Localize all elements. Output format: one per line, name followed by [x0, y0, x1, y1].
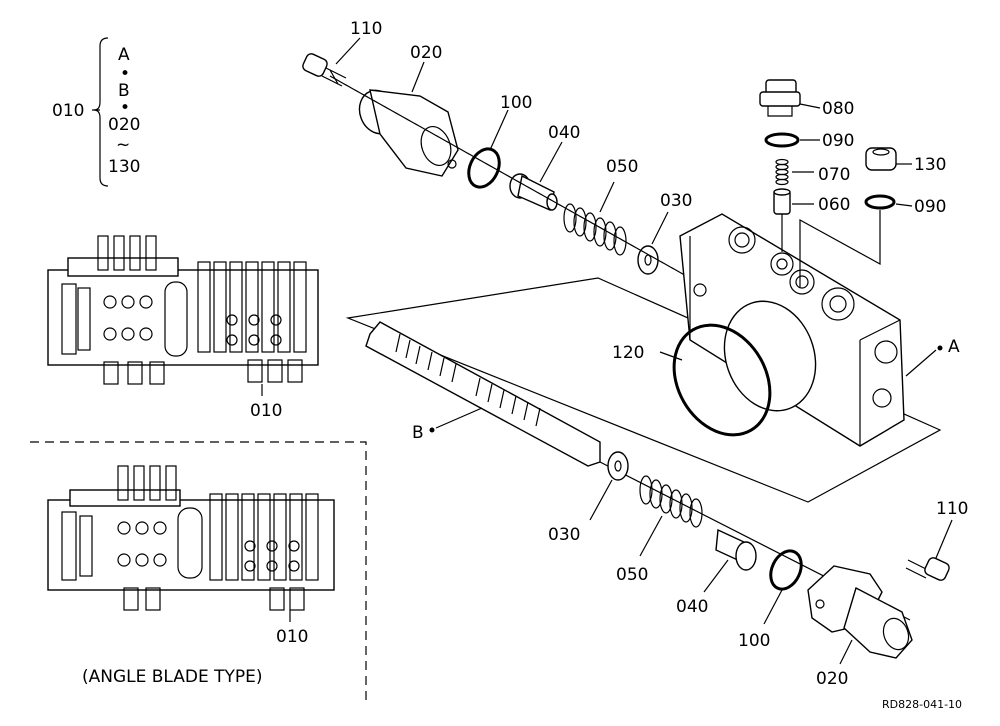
legend-item-tilde: ~	[116, 135, 130, 155]
legend-item-130: 130	[108, 157, 140, 177]
spring-bottom	[639, 475, 703, 528]
callout-060: 060	[818, 195, 850, 215]
callout-130: 130	[914, 155, 946, 175]
angle-blade-caption: (ANGLE BLADE TYPE)	[82, 667, 263, 687]
poppet-top	[509, 173, 558, 211]
callout-080: 080	[822, 99, 854, 119]
poppet-bottom	[715, 528, 757, 571]
lower-valve-parts: 030 050 040 100 020 110	[548, 451, 968, 689]
spring-top	[563, 203, 627, 256]
spool-b	[365, 321, 601, 467]
ref-label-a: A	[948, 337, 960, 357]
angle-blade-variant-box: 010 (ANGLE BLADE TYPE)	[30, 441, 367, 706]
callout-040-bottom: 040	[676, 597, 708, 617]
oring-top	[467, 147, 501, 189]
callout-020-top: 020	[410, 43, 442, 63]
callout-120: 120	[612, 343, 644, 363]
oring-120	[672, 323, 772, 437]
callout-100-bottom: 100	[738, 631, 770, 651]
washer-bottom	[607, 451, 629, 481]
legend-bullet-2: •	[120, 98, 130, 118]
assembly-legend: 010 A • B • 020 ~ 130	[52, 37, 140, 187]
callout-020-bottom: 020	[816, 669, 848, 689]
bolt-bottom	[905, 557, 950, 581]
bolt-top	[302, 53, 347, 87]
drawing-code: RD828-041-10	[882, 698, 962, 711]
ref-label-b: B	[412, 423, 424, 443]
oring-bottom	[769, 549, 803, 591]
poppet-060	[773, 188, 791, 215]
callout-050-bottom: 050	[616, 565, 648, 585]
valve-body-a	[679, 213, 905, 447]
upper-valve-parts: 110 020 100 040 050	[302, 19, 692, 279]
legend-item-a: A	[118, 45, 130, 65]
plug-080	[759, 79, 801, 117]
callout-030-bottom: 030	[548, 525, 580, 545]
assy-angle-label: 010	[276, 627, 308, 647]
oring-090-a	[764, 132, 800, 148]
legend-item-020: 020	[108, 115, 140, 135]
reference-plane	[345, 277, 942, 503]
legend-item-b: B	[118, 81, 130, 101]
cap-bottom	[807, 565, 913, 659]
cap-top	[358, 89, 459, 177]
callout-040-top: 040	[548, 123, 580, 143]
spring-070	[775, 158, 789, 186]
callout-090-a: 090	[822, 131, 854, 151]
plug-130	[865, 147, 897, 171]
callout-110-top: 110	[350, 19, 382, 39]
callout-070: 070	[818, 165, 850, 185]
valve-assembly-standard: 010	[47, 235, 319, 421]
callout-090-b: 090	[914, 197, 946, 217]
callout-030-top: 030	[660, 191, 692, 211]
assy-standard-label: 010	[250, 401, 282, 421]
callout-050-top: 050	[606, 157, 638, 177]
legend-bullet-1: •	[120, 64, 130, 84]
oring-090-b	[864, 194, 896, 210]
callout-100-top: 100	[500, 93, 532, 113]
legend-main-code: 010	[52, 101, 84, 121]
callout-110-bottom: 110	[936, 499, 968, 519]
